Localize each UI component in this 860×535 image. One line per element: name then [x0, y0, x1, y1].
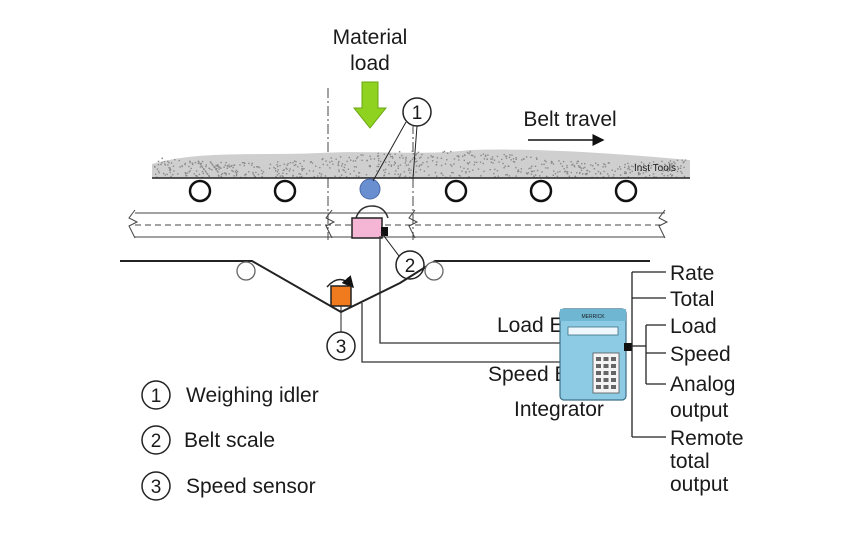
- load-input-label: Load E: [497, 314, 564, 337]
- legend-2-text: Belt scale: [184, 429, 275, 452]
- integrator-display: [567, 326, 619, 336]
- idler: [273, 179, 297, 203]
- output-load: Load: [670, 315, 717, 338]
- legend-3-circle: [141, 471, 171, 501]
- idler: [614, 179, 638, 203]
- speed-input-label: Speed E: [488, 363, 569, 386]
- integrator-brand-logo: MERRICK: [581, 314, 605, 320]
- belt-scale-mount: [355, 205, 389, 219]
- material-load-label-line1: Material: [333, 26, 408, 49]
- output-analog-line1: Analog: [670, 373, 735, 396]
- idler: [529, 179, 553, 203]
- carrying-idlers: [188, 179, 638, 203]
- legend-1-number: 1: [151, 386, 162, 407]
- legend-2-number: 2: [151, 431, 162, 452]
- callout-1-leader-a: [372, 121, 407, 182]
- weighing-idler: [359, 178, 381, 200]
- material-load-label-line2: load: [350, 52, 390, 75]
- output-speed: Speed: [670, 343, 731, 366]
- integrator: MERRICK: [559, 308, 627, 401]
- output-analog-line2: output: [670, 399, 729, 422]
- idler: [444, 179, 468, 203]
- belt-travel-label: Belt travel: [523, 108, 616, 131]
- integrator-label: Integrator: [514, 398, 604, 421]
- legend: 1 Weighing idler 2 Belt scale 3 Speed se…: [141, 380, 319, 501]
- legend-3-text: Speed sensor: [186, 475, 316, 498]
- integrator-output-connector: [624, 343, 632, 351]
- output-remote-line1: Remote: [670, 427, 744, 450]
- material-on-belt: [152, 149, 690, 179]
- speed-rotation-arrow: [326, 275, 354, 289]
- output-rate: Rate: [670, 262, 714, 285]
- speed-cable: [361, 303, 560, 363]
- legend-3-number: 3: [151, 477, 162, 498]
- callout-2-leader: [380, 231, 400, 257]
- material-load-arrow: [352, 81, 388, 129]
- output-remote-line2: total: [670, 450, 710, 473]
- return-idler-right: [424, 261, 444, 281]
- output-total: Total: [670, 288, 714, 311]
- return-belt: [120, 260, 650, 314]
- legend-1-circle: [141, 380, 171, 410]
- belt-scale: [351, 217, 383, 239]
- callout-2-number: 2: [405, 256, 416, 277]
- output-remote-line3: output: [670, 473, 729, 496]
- conveyor-frame: [128, 209, 669, 239]
- load-cable: [379, 236, 560, 344]
- callout-3-number: 3: [336, 337, 347, 358]
- legend-2-circle: [141, 425, 171, 455]
- legend-1-text: Weighing idler: [186, 384, 319, 407]
- speed-sensor: [330, 285, 352, 307]
- output-wiring: [631, 271, 666, 438]
- callout-1-leader-b: [412, 125, 418, 179]
- inst-tools-watermark: Inst Tools: [634, 163, 676, 174]
- idler: [188, 179, 212, 203]
- return-idler-left: [236, 261, 256, 281]
- belt-scale-loadcell: [381, 227, 388, 236]
- callout-1-number: 1: [412, 103, 423, 124]
